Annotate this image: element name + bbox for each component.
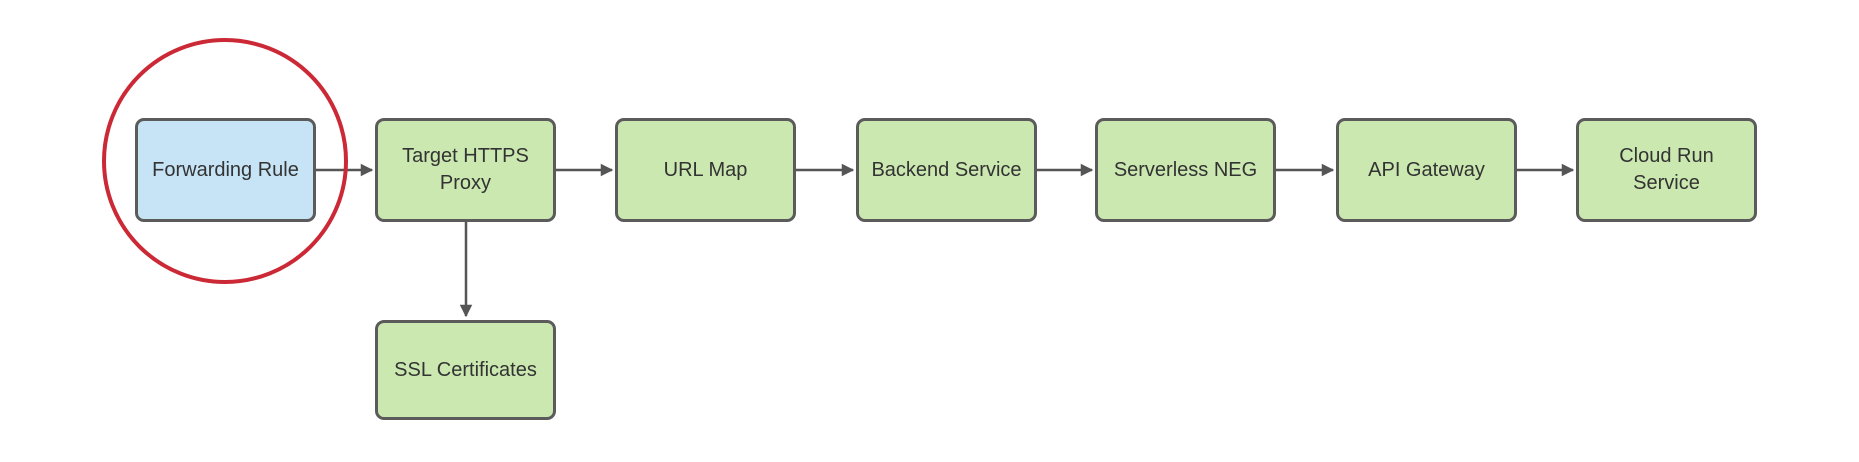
node-label: Forwarding Rule: [152, 158, 299, 181]
node-label: Target HTTPS Proxy: [402, 145, 529, 194]
node-url-map: URL Map: [615, 118, 796, 222]
node-label: Backend Service: [871, 158, 1022, 181]
node-label: API Gateway: [1368, 158, 1485, 181]
node-api-gateway: API Gateway: [1336, 118, 1517, 222]
node-serverless-neg: Serverless NEG: [1095, 118, 1276, 222]
node-label: SSL Certificates: [394, 358, 537, 381]
node-ssl-certificates: SSL Certificates: [375, 320, 556, 420]
node-label: URL Map: [663, 158, 748, 181]
node-backend-service: Backend Service: [856, 118, 1037, 222]
node-target-https-proxy: Target HTTPS Proxy: [375, 118, 556, 222]
node-forwarding-rule: Forwarding Rule: [135, 118, 316, 222]
node-label: Serverless NEG: [1113, 158, 1258, 181]
node-label: Cloud Run Service: [1619, 145, 1714, 194]
node-cloud-run-service: Cloud Run Service: [1576, 118, 1757, 222]
